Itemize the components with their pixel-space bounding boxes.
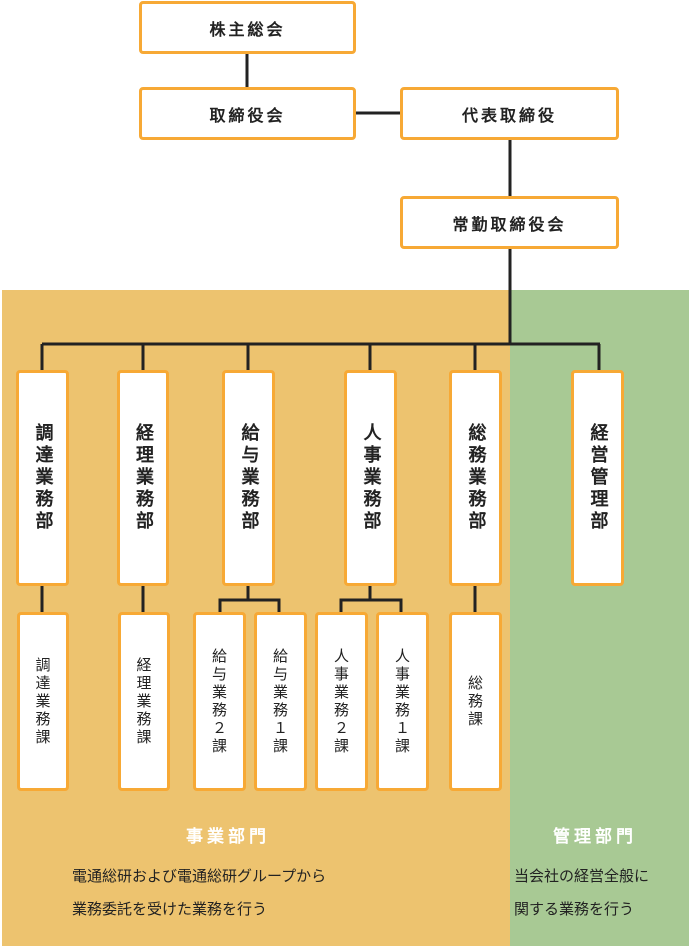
management-division-desc-line1: 当会社の経営全般に bbox=[514, 867, 650, 885]
section-box: 人事業務２課 bbox=[315, 612, 368, 791]
section-box: 調達業務課 bbox=[17, 612, 69, 791]
section-box: 給与業務１課 bbox=[254, 612, 307, 791]
connector bbox=[218, 598, 281, 612]
department-box-payroll: 給与業務部 bbox=[222, 370, 275, 586]
shareholders-meeting-box: 株主総会 bbox=[139, 1, 356, 54]
executive-board-box: 常勤取締役会 bbox=[400, 196, 619, 249]
section-box: 総務課 bbox=[449, 612, 502, 791]
department-box-hr: 人事業務部 bbox=[344, 370, 397, 586]
business-division-desc-line1: 電通総研および電通総研グループから bbox=[72, 867, 327, 885]
department-box-accounting: 経理業務部 bbox=[117, 370, 169, 586]
department-box-management: 経営管理部 bbox=[571, 370, 624, 586]
department-box-procurement: 調達業務部 bbox=[16, 370, 69, 586]
section-box: 給与業務２課 bbox=[193, 612, 246, 791]
connector bbox=[339, 598, 403, 612]
representative-director-box: 代表取締役 bbox=[400, 87, 619, 140]
department-box-general-affairs: 総務業務部 bbox=[449, 370, 502, 586]
business-division-title: 事業部門 bbox=[186, 827, 270, 847]
board-of-directors-box: 取締役会 bbox=[139, 87, 356, 140]
management-division-desc-line2: 関する業務を行う bbox=[514, 900, 635, 918]
section-box: 経理業務課 bbox=[118, 612, 170, 791]
management-division-title: 管理部門 bbox=[553, 827, 637, 847]
business-division-desc-line2: 業務委託を受けた業務を行う bbox=[72, 900, 268, 918]
section-box: 人事業務１課 bbox=[376, 612, 429, 791]
